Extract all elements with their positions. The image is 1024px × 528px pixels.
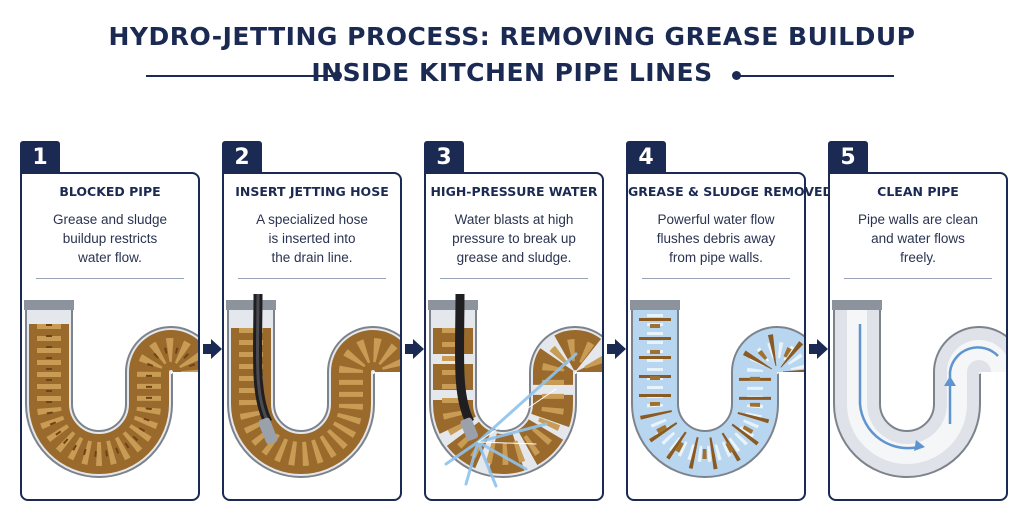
illustration-high-pressure	[426, 294, 602, 494]
step-heading: CLEAN PIPE	[877, 184, 959, 199]
title-dot-left	[333, 71, 342, 80]
title-line-2: INSIDE KITCHEN PIPE LINES	[311, 58, 713, 87]
illustration-clean-pipe	[830, 294, 1006, 494]
title-row-2: INSIDE KITCHEN PIPE LINES	[0, 54, 1024, 94]
step-number-badge: 5	[828, 141, 868, 174]
step-number-badge: 3	[424, 141, 464, 174]
step-divider	[440, 278, 588, 279]
jetting-hose-icon	[226, 294, 400, 478]
step-divider	[844, 278, 992, 279]
step-5: CLEAN PIPE Pipe walls are clean and wate…	[828, 141, 1008, 501]
title-line-1: HYDRO-JETTING PROCESS: REMOVING GREASE B…	[108, 22, 916, 51]
title-rule-left	[146, 75, 336, 77]
step-1: BLOCKED PIPE Grease and sludge buildup r…	[20, 141, 200, 501]
step-heading: INSERT JETTING HOSE	[235, 184, 389, 199]
pipe-trap-icon	[24, 300, 198, 478]
title-rule-right	[738, 75, 894, 77]
step-3: HIGH-PRESSURE WATER Water blasts at high…	[424, 141, 604, 501]
step-card: GREASE & SLUDGE REMOVED Powerful water f…	[626, 172, 833, 501]
pipe-trap-icon	[630, 300, 804, 478]
step-description: Grease and sludge buildup restricts wate…	[52, 212, 168, 265]
title-block: HYDRO-JETTING PROCESS: REMOVING GREASE B…	[0, 20, 1024, 94]
step-divider	[36, 278, 184, 279]
step-number-badge: 1	[20, 141, 60, 174]
title-dot-right	[732, 71, 741, 80]
step-description: Pipe walls are clean and water flows fre…	[857, 212, 979, 265]
step-heading: HIGH-PRESSURE WATER	[430, 184, 598, 199]
step-card: CLEAN PIPE Pipe walls are clean and wate…	[828, 172, 1008, 501]
chevron-right-icon	[203, 339, 222, 359]
step-card: INSERT JETTING HOSE A specialized hose i…	[222, 172, 402, 501]
step-heading: GREASE & SLUDGE REMOVED	[628, 184, 833, 199]
chevron-right-icon	[405, 339, 424, 359]
step-divider	[642, 278, 790, 279]
chevron-right-icon	[809, 339, 828, 359]
illustration-blocked-pipe	[22, 294, 198, 494]
flow-arrow-icon	[832, 300, 1006, 478]
water-spray-icon	[428, 294, 602, 488]
step-2: INSERT JETTING HOSE A specialized hose i…	[222, 141, 402, 501]
step-description: Water blasts at high pressure to break u…	[452, 212, 576, 265]
step-number-badge: 4	[626, 141, 666, 174]
step-card: BLOCKED PIPE Grease and sludge buildup r…	[20, 172, 200, 501]
step-4: GREASE & SLUDGE REMOVED Powerful water f…	[626, 141, 833, 501]
step-description: Powerful water flow flushes debris away …	[656, 212, 776, 265]
step-number-badge: 2	[222, 141, 262, 174]
step-description: A specialized hose is inserted into the …	[256, 212, 368, 265]
chevron-right-icon	[607, 339, 626, 359]
illustration-grease-removed	[628, 294, 804, 494]
step-card: HIGH-PRESSURE WATER Water blasts at high…	[424, 172, 604, 501]
step-divider	[238, 278, 386, 279]
step-heading: BLOCKED PIPE	[59, 184, 161, 199]
illustration-insert-hose	[224, 294, 400, 494]
